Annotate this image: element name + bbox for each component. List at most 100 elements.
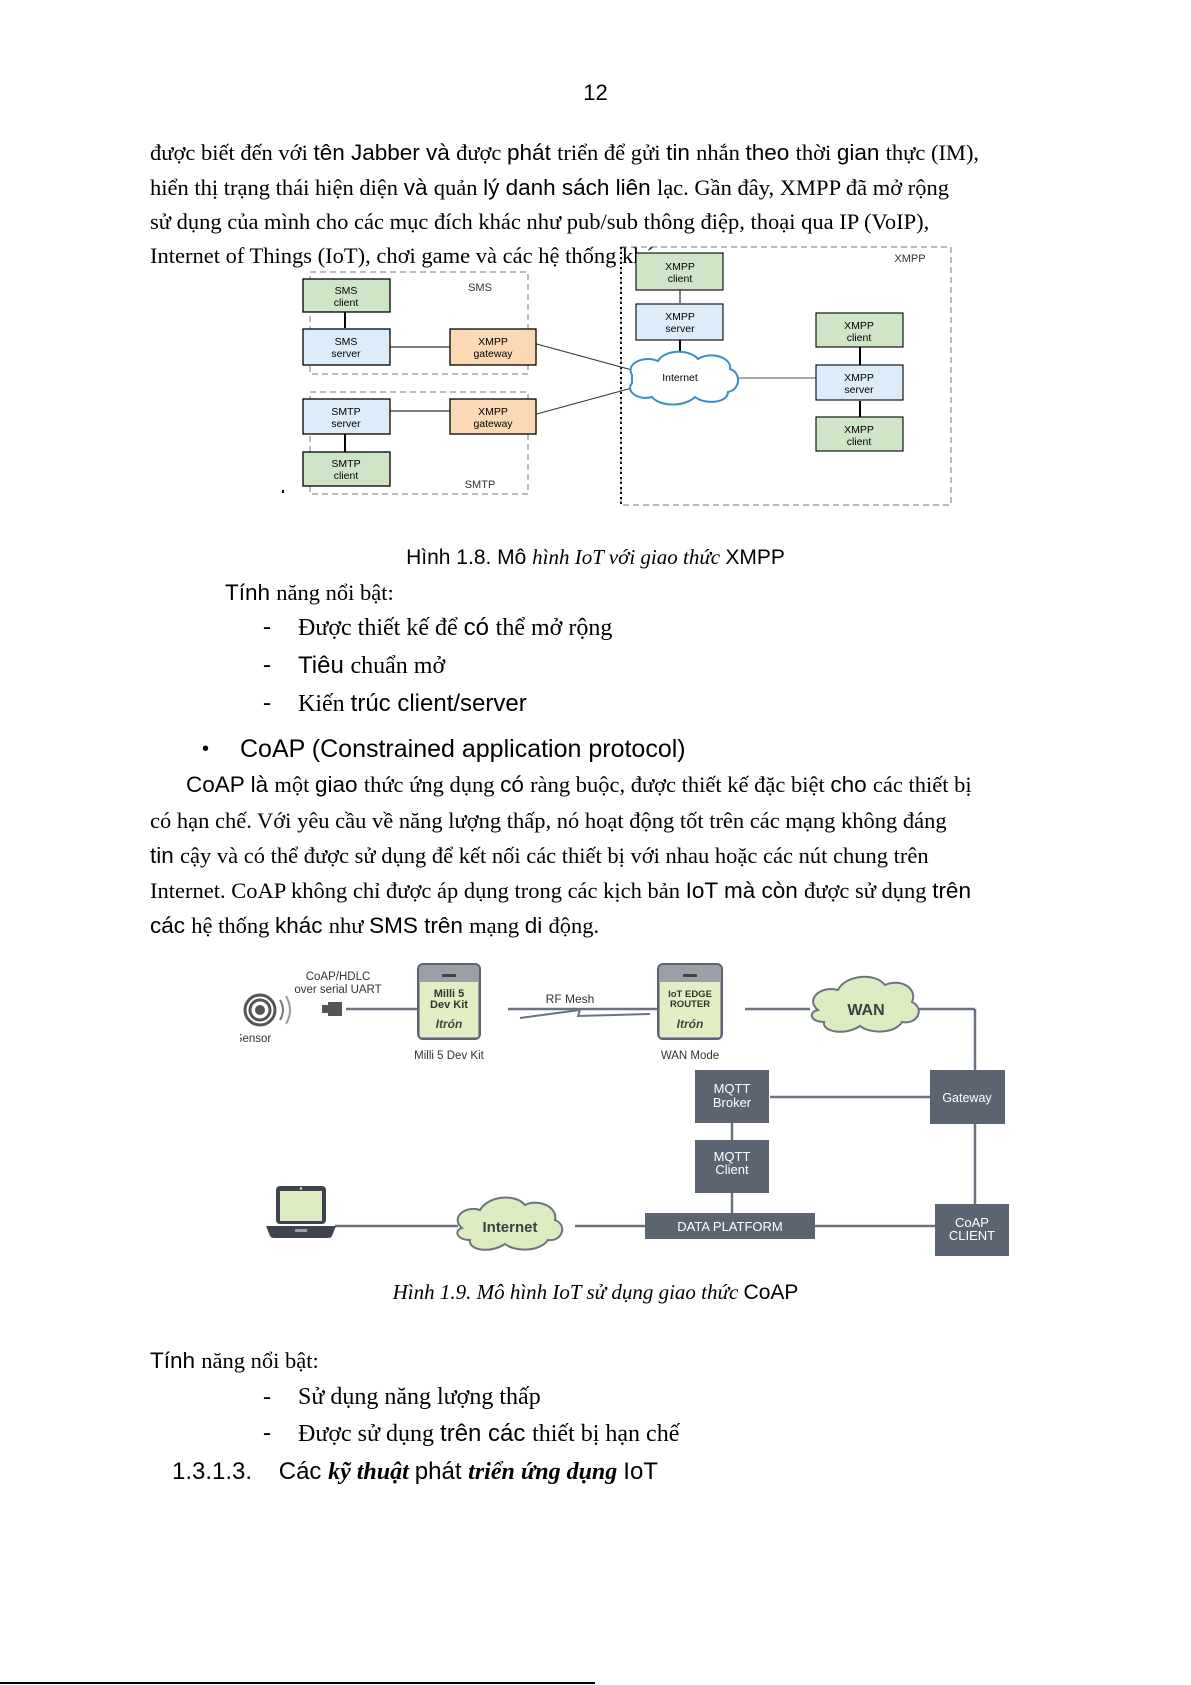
list-item: Kiến trúc client/server	[298, 690, 527, 718]
text-run: Internet of Things (IoT), chơi game và c…	[150, 243, 665, 268]
xmpp-figure: SMS SMTP XMPP SMS client SMS server XMPP…	[282, 246, 952, 506]
text-run: giao	[315, 772, 364, 797]
text-run: Được sử dụng	[298, 1421, 441, 1447]
wan-cloud: WAN	[810, 975, 920, 1033]
text-run: trúc client/server	[350, 690, 527, 717]
text-run: phát	[507, 140, 558, 165]
coap-line: CoAP là một giao thức ứng dụng có ràng b…	[186, 772, 972, 798]
rf-mesh-link	[519, 1008, 651, 1019]
coap-client-node: CoAP CLIENT	[935, 1204, 1009, 1256]
text-run: động.	[548, 913, 600, 938]
svg-text:SMS: SMS	[335, 336, 358, 348]
text-run: Internet. CoAP không chỉ được áp dụng tr…	[150, 878, 686, 903]
svg-text:WAN: WAN	[847, 1002, 884, 1019]
coap-line: các hệ thống khác như SMS trên mạng di đ…	[150, 913, 599, 939]
sms-group-label: SMS	[468, 282, 492, 294]
footnote-separator	[0, 1682, 595, 1684]
text-run: trên các	[440, 1420, 533, 1447]
svg-text:Client: Client	[715, 1162, 749, 1177]
list-item: Sử dụng năng lượng thấp	[298, 1384, 541, 1411]
internet-cloud: Internet	[629, 350, 739, 406]
text-run: XMPP	[725, 546, 785, 569]
edge-router-device: IoT EDGE ROUTER Itrón	[657, 963, 723, 1040]
smtp-group-label: SMTP	[465, 479, 496, 491]
svg-text:DATA PLATFORM: DATA PLATFORM	[677, 1219, 782, 1234]
uart-label: CoAP/HDLC	[306, 971, 371, 983]
svg-text:CLIENT: CLIENT	[949, 1228, 995, 1243]
smtp-xmpp-gateway-node: XMPP gateway	[449, 398, 537, 435]
svg-text:XMPP: XMPP	[478, 336, 508, 348]
svg-text:XMPP: XMPP	[665, 261, 695, 273]
mqtt-client-node: MQTT Client	[695, 1140, 769, 1193]
svg-text:server: server	[665, 323, 695, 335]
svg-text:Gateway: Gateway	[942, 1091, 992, 1105]
coap-line: tin cậy và có thể được sử dụng để kết nố…	[150, 843, 929, 869]
svg-text:XMPP: XMPP	[665, 311, 695, 323]
svg-text:client: client	[668, 273, 693, 285]
text-run: Hình 1.9. Mô hình IoT sử dụng giao thức	[392, 1280, 744, 1304]
svg-text:MQTT: MQTT	[714, 1081, 751, 1096]
sms-xmpp-gateway-node: XMPP gateway	[449, 328, 537, 366]
svg-text:client: client	[847, 332, 872, 344]
svg-text:Dev Kit: Dev Kit	[430, 999, 468, 1011]
sms-server-node: SMS server	[302, 328, 391, 366]
text-run: sử dụng của mình cho các mục đích khác n…	[150, 209, 930, 234]
text-run: có hạn chế. Với yêu cầu về năng lượng th…	[150, 808, 947, 833]
text-run: được biết đến với	[150, 140, 314, 165]
text-run: Kiến	[298, 691, 351, 717]
svg-text:ROUTER: ROUTER	[670, 999, 710, 1010]
text-run: thức ứng dụng	[363, 772, 501, 797]
router-label: WAN Mode	[661, 1050, 719, 1062]
svg-text:Itrón: Itrón	[677, 1017, 704, 1031]
devkit-label: Milli 5 Dev Kit	[414, 1050, 484, 1062]
text-run: Các	[252, 1458, 329, 1485]
text-run: Được thiết kế để	[298, 615, 464, 641]
uart-label: over serial UART	[294, 984, 381, 996]
text-run: các thiết bị	[872, 772, 972, 797]
list-dash: -	[263, 1384, 271, 1410]
text-run: được sử dụng	[804, 878, 933, 903]
text-run: ràng buộc, được thiết kế đặc biệt	[530, 772, 831, 797]
intro-line: sử dụng của mình cho các mục đích khác n…	[150, 209, 929, 235]
bullet-dot: •	[202, 738, 210, 760]
text-run: gian	[836, 140, 886, 165]
svg-text:Milli 5: Milli 5	[434, 988, 465, 1000]
svg-text:Itrón: Itrón	[436, 1017, 463, 1031]
text-run: được	[456, 140, 508, 165]
text-run: cậy và có thể được sử dụng để kết nối cá…	[180, 843, 929, 868]
intro-line: được biết đến với tên Jabber và được phá…	[150, 140, 979, 166]
text-run: cho	[830, 772, 873, 797]
svg-text:gateway: gateway	[473, 348, 513, 360]
text-run: và	[403, 175, 434, 200]
text-run: năng nổi bật:	[201, 1348, 319, 1373]
list-dash: -	[263, 652, 271, 678]
text-run: di	[524, 913, 549, 938]
text-run: 1.3.1.3.	[172, 1458, 253, 1485]
xmpp-client-top-node: XMPP client	[635, 252, 724, 291]
list-dash: -	[263, 614, 271, 640]
svg-text:SMTP: SMTP	[331, 406, 360, 418]
svg-text:Internet: Internet	[662, 372, 698, 384]
sensor-icon	[243, 993, 291, 1027]
list-item: Được thiết kế để có thể mở rộng	[298, 614, 612, 642]
section-heading: 1.3.1.3. Các kỹ thuật phát triển ứng dụn…	[172, 1458, 658, 1486]
text-run: Sử dụng năng lượng thấp	[298, 1384, 541, 1410]
svg-text:XMPP: XMPP	[844, 424, 874, 436]
mqtt-broker-node: MQTT Broker	[695, 1070, 769, 1123]
dot-mark	[282, 490, 284, 493]
text-run: các	[150, 913, 192, 938]
coap-heading: CoAP (Constrained application protocol)	[240, 735, 686, 763]
text-run: chuẩn mở	[350, 653, 446, 679]
gateway-node: Gateway	[930, 1070, 1005, 1124]
text-run: lạc. Gần đây, XMPP đã mở rộng	[656, 175, 949, 200]
svg-text:XMPP: XMPP	[844, 320, 874, 332]
svg-text:IoT EDGE: IoT EDGE	[668, 989, 712, 1000]
smtp-client-node: SMTP client	[302, 451, 391, 487]
text-run: kỹ thuật	[328, 1459, 415, 1485]
text-run: khác	[275, 913, 329, 938]
text-run: hình IoT với giao thức	[532, 545, 726, 569]
svg-text:XMPP: XMPP	[844, 372, 874, 384]
smtp-server-node: SMTP server	[302, 398, 391, 435]
text-run: triển để gửi	[557, 140, 667, 165]
devkit-device: Milli 5 Dev Kit Itrón	[417, 963, 481, 1040]
